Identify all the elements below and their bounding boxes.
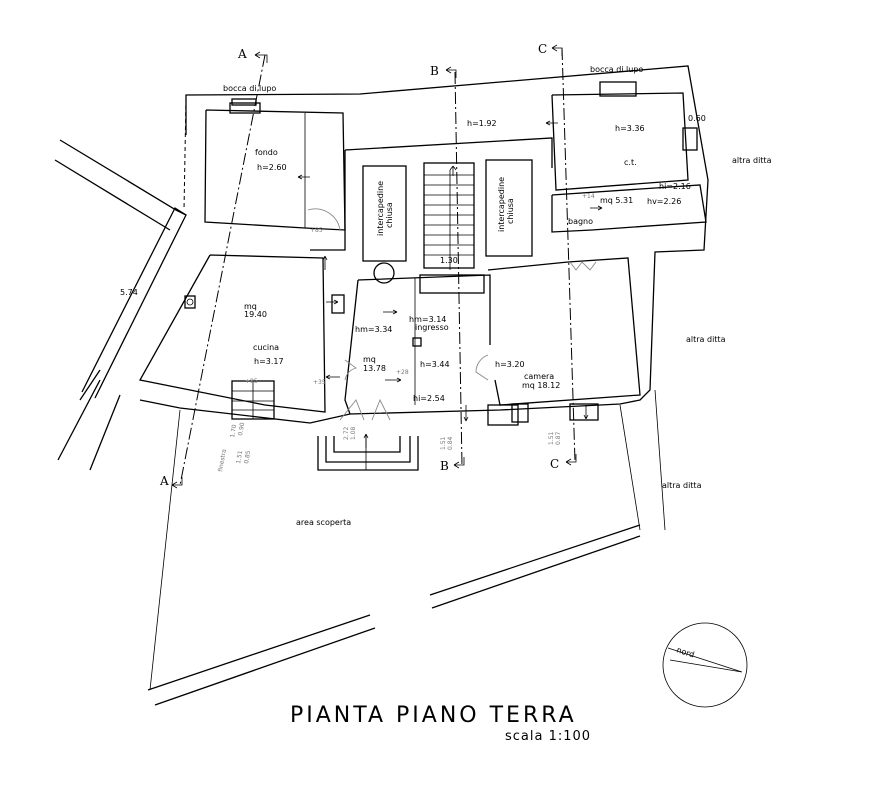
label-camera: camera bbox=[524, 372, 554, 381]
label-cucina-area: 19.40 bbox=[244, 310, 267, 319]
label-fin2-bot: 0.85 bbox=[243, 450, 252, 465]
label-dim-574: 5.74 bbox=[120, 288, 138, 297]
drawing-scale: scala 1:100 bbox=[505, 729, 591, 744]
label-ct: c.t. bbox=[624, 158, 637, 167]
label-winb-top: 1.51 bbox=[440, 436, 447, 450]
label-intercapedine-2: intercapedine bbox=[497, 177, 506, 232]
label-bagno-step: +14 bbox=[582, 193, 595, 200]
drawing-title: PIANTA PIANO TERRA bbox=[290, 703, 577, 728]
label-bocca-lupo-right: bocca di lupo bbox=[590, 65, 643, 74]
stairs bbox=[424, 170, 474, 270]
label-step-85: +85 bbox=[245, 378, 258, 385]
flow-arrows bbox=[297, 120, 603, 448]
label-step-28: +28 bbox=[396, 369, 409, 376]
label-camera-h: h=3.20 bbox=[495, 360, 525, 369]
section-c-top: C bbox=[538, 42, 547, 56]
label-door-bot: 1.08 bbox=[350, 426, 357, 440]
label-cucina-h: h=3.17 bbox=[254, 357, 284, 366]
labels: bocca di lupo bocca di lupo fondo h=2.60… bbox=[120, 65, 772, 527]
label-cucina-mq: mq bbox=[244, 302, 257, 311]
label-h-344: h=3.44 bbox=[420, 360, 450, 369]
label-altra-ditta-1: altra ditta bbox=[732, 156, 772, 165]
label-winc-top: 1.51 bbox=[548, 431, 555, 445]
label-ingresso: ingresso bbox=[415, 323, 449, 332]
label-finestra: finestra bbox=[217, 448, 228, 472]
north-compass: nord bbox=[662, 622, 748, 708]
label-altra-ditta-2: altra ditta bbox=[686, 335, 726, 344]
section-b-top: B bbox=[430, 64, 439, 78]
section-c-bottom: C bbox=[550, 457, 559, 471]
label-fondo-h: h=2.60 bbox=[257, 163, 287, 172]
label-corridor-h: h=1.92 bbox=[467, 119, 497, 128]
section-a-top: A bbox=[237, 47, 247, 61]
label-fondo: fondo bbox=[255, 148, 278, 157]
label-hm-314: hm=3.14 bbox=[409, 315, 446, 324]
label-winb-bot: 0.84 bbox=[447, 436, 454, 450]
label-ct-h: h=3.36 bbox=[615, 124, 645, 133]
label-ingresso-mq: mq bbox=[363, 355, 376, 364]
label-chiusa-1: chiusa bbox=[385, 202, 394, 228]
label-fin2-top: 1.51 bbox=[235, 450, 244, 465]
label-stair-width: 1.30 bbox=[440, 256, 458, 265]
label-cucina: cucina bbox=[253, 343, 279, 352]
label-area-scoperta: area scoperta bbox=[296, 518, 351, 527]
label-bocca-lupo-left: bocca di lupo bbox=[223, 84, 276, 93]
label-ct-wall: 0.60 bbox=[688, 114, 706, 123]
section-a-bottom: A bbox=[159, 474, 169, 488]
label-camera-mq: mq 18.12 bbox=[522, 381, 560, 390]
label-winc-bot: 0.87 bbox=[555, 431, 562, 445]
label-door-top: 2.72 bbox=[343, 426, 350, 440]
label-step-35: +35 bbox=[313, 379, 326, 386]
label-step-85-fondo: +85 bbox=[310, 227, 323, 234]
label-altra-ditta-3: altra ditta bbox=[662, 481, 702, 490]
label-ingresso-area: 13.78 bbox=[363, 364, 386, 373]
label-intercapedine-1: intercapedine bbox=[376, 181, 385, 236]
label-fin1-top: 1.70 bbox=[229, 424, 238, 439]
label-hm-334: hm=3.34 bbox=[355, 325, 392, 334]
steps-cucina bbox=[231, 380, 275, 420]
label-bagno-mq: mq 5.31 bbox=[600, 196, 633, 205]
section-b-bottom: B bbox=[440, 459, 449, 473]
label-bagno: bagno bbox=[568, 217, 593, 226]
label-chiusa-2: chiusa bbox=[506, 198, 515, 224]
compass-nord-label: nord bbox=[675, 645, 695, 659]
label-bagno-hv: hv=2.26 bbox=[647, 197, 681, 206]
walls bbox=[54, 65, 709, 706]
label-hi-254: hi=2.54 bbox=[413, 394, 445, 403]
section-lines bbox=[171, 44, 577, 489]
label-bagno-hi: hi=2.16 bbox=[659, 182, 691, 191]
label-fin1-bot: 0.90 bbox=[237, 422, 246, 437]
